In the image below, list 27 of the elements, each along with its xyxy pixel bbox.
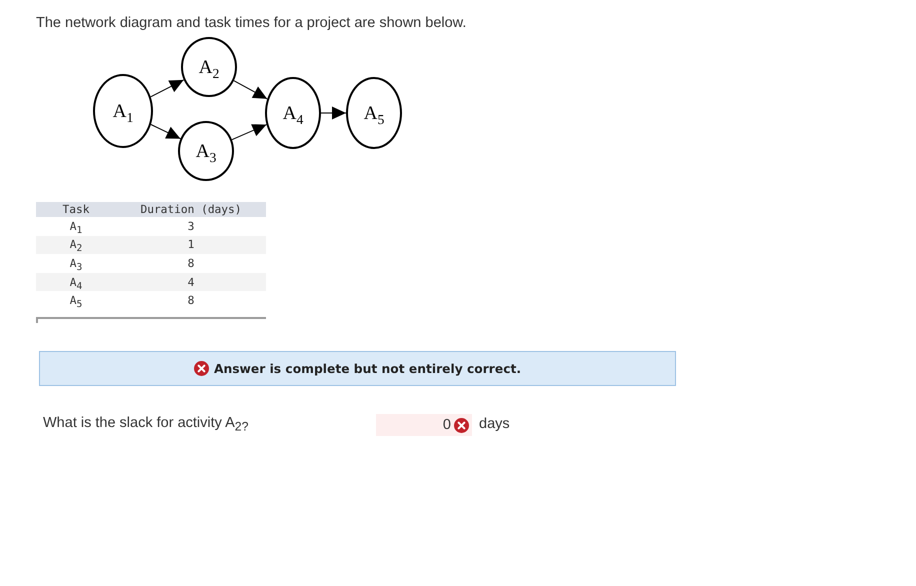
- arrow: [150, 124, 181, 140]
- task-name: A$_{5}$: [68, 293, 84, 310]
- duration-value: 3: [116, 217, 266, 236]
- unit-label: days: [479, 416, 510, 432]
- task-name: A$_{1}$: [36, 217, 116, 236]
- task-name: A$_{3}$: [36, 254, 116, 273]
- column-header: Duration (days): [116, 202, 266, 217]
- feedback-message: Answer is complete but not entirely correct.: [214, 362, 522, 376]
- task-name: A$_{4}$: [36, 272, 116, 292]
- duration-value: 8: [116, 254, 266, 273]
- duration-value: 8: [186, 293, 196, 310]
- arrow: [231, 124, 267, 140]
- answer-field: 0: [376, 414, 472, 436]
- activity-label: A$_{2}$: [198, 58, 220, 76]
- activity-label: A$_{3}$: [196, 142, 216, 160]
- activity-label: A$_{1}$: [112, 102, 134, 120]
- activity-label: A$_{5}$: [364, 104, 384, 122]
- instruction-text: The network diagram and task times for a project are shown below.: [36, 15, 466, 31]
- arrow: [150, 79, 184, 98]
- column-header: Task: [36, 202, 116, 217]
- duration-value: 1: [116, 236, 266, 254]
- duration-value: 4: [116, 272, 266, 292]
- activity-label: A$_{4}$: [282, 104, 304, 122]
- arrow: [233, 80, 268, 100]
- task-name: A$_{2}$: [36, 236, 116, 254]
- question-text: What is the slack for activity A$_{2?}$: [43, 415, 248, 431]
- arrow: [320, 106, 346, 120]
